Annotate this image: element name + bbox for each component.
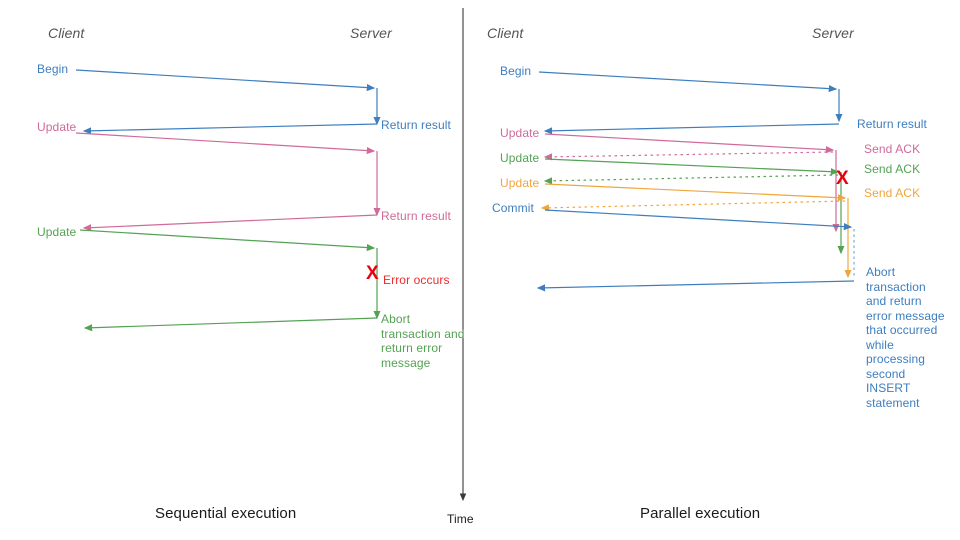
par-message-commit-label: Commit	[492, 201, 534, 215]
arrow-update1-response	[82, 214, 378, 232]
p-arrow-ack2-dotted	[543, 174, 839, 185]
p-arrow-commit-request	[544, 209, 853, 231]
arrow-begin-request	[75, 69, 376, 92]
seq-actor-server-label: Server	[350, 25, 392, 41]
par-note-abort-message: Abort transaction and return error messa…	[866, 265, 945, 410]
seq-note-return-result-1: Return result	[381, 118, 451, 132]
par-note-send-ack-3: Send ACK	[864, 186, 921, 200]
par-caption: Parallel execution	[640, 505, 761, 522]
seq-error-label: Error occurs	[383, 273, 450, 287]
par-actor-server-label: Server	[812, 25, 854, 41]
par-message-update2-label: Update	[500, 151, 540, 165]
arrow-update1-request	[75, 132, 376, 155]
par-note-send-ack-1: Send ACK	[864, 142, 921, 156]
par-actor-client-label: Client	[487, 25, 524, 41]
par-error-x-icon: X	[836, 168, 849, 189]
time-axis-label: Time	[447, 512, 474, 526]
seq-message-update2-label: Update	[37, 225, 77, 239]
seq-error-x-icon: X	[366, 263, 379, 284]
seq-message-begin-label: Begin	[37, 62, 69, 76]
arrow-begin-response	[82, 123, 378, 135]
par-message-update3-label: Update	[500, 176, 540, 190]
seq-message-update1-label: Update	[37, 120, 77, 134]
seq-actor-client-label: Client	[48, 25, 85, 41]
arrow-update2-request	[79, 229, 376, 252]
p-arrow-ack1-dotted	[543, 151, 834, 161]
p-arrow-abort-response	[536, 280, 855, 292]
parallel-panel-lines	[536, 71, 855, 292]
arrow-abort-response	[83, 317, 378, 332]
par-note-send-ack-2: Send ACK	[864, 162, 921, 176]
par-message-begin-label: Begin	[500, 64, 532, 78]
p-arrow-begin-request	[538, 71, 838, 93]
par-note-return-result: Return result	[857, 117, 927, 131]
seq-note-abort-message: Abort transaction and return error messa…	[381, 312, 465, 370]
p-arrow-update2-request	[544, 158, 840, 176]
p-arrow-begin-response	[543, 123, 840, 135]
par-message-update1-label: Update	[500, 126, 540, 140]
p-arrow-update3-request	[544, 183, 847, 202]
p-arrow-ack3-dotted	[540, 200, 846, 212]
seq-caption: Sequential execution	[155, 505, 297, 522]
seq-note-return-result-2: Return result	[381, 209, 451, 223]
p-arrow-update1-request	[544, 133, 835, 154]
sequential-panel-lines	[75, 69, 381, 332]
